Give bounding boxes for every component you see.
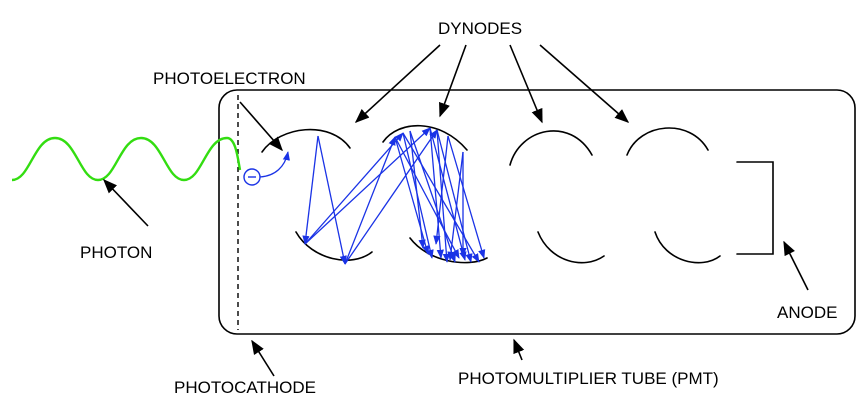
dynode-3	[509, 130, 605, 264]
label-photocathode: PHOTOCATHODE	[174, 378, 316, 397]
pmt-tube	[218, 89, 856, 335]
photoelectron-symbol	[243, 151, 290, 186]
photon-wave	[11, 136, 242, 182]
electron-cascade	[302, 127, 486, 265]
dynode-4	[626, 127, 721, 264]
label-photoelectron: PHOTOELECTRON	[153, 69, 306, 88]
label-dynodes: DYNODES	[438, 19, 522, 38]
label-pmt: PHOTOMULTIPLIER TUBE (PMT)	[458, 369, 719, 388]
dynode-1	[261, 128, 373, 261]
label-anode: ANODE	[777, 303, 837, 322]
anode	[736, 161, 774, 255]
label-arrows	[103, 44, 809, 377]
label-photon: PHOTON	[80, 243, 152, 262]
